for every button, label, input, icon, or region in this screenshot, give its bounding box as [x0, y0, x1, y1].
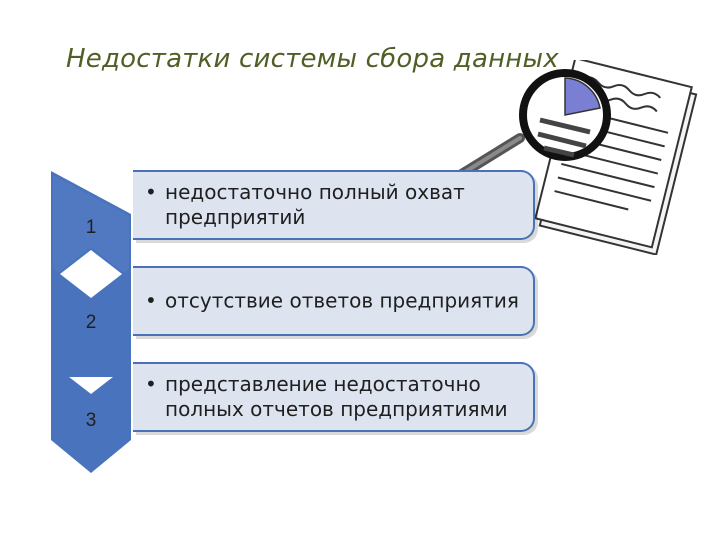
- bullet-icon: •: [145, 372, 157, 396]
- step-item-line: предприятий: [165, 205, 306, 229]
- step-item-text: • отсутствие ответов предприятия: [145, 289, 525, 314]
- step-item-box-1: • недостаточно полный охват предприятий: [133, 170, 535, 240]
- step-number: 3: [85, 410, 97, 431]
- step-item-line: отсутствие ответов предприятия: [165, 288, 519, 313]
- magnifier-icon: [455, 69, 611, 180]
- step-item-text: • представление недостаточно полных отче…: [145, 372, 525, 422]
- step-number: 1: [85, 217, 97, 238]
- document-icon: [455, 56, 698, 256]
- step-item-line: представление недостаточно: [165, 372, 481, 396]
- step-chevron-2: 2: [50, 266, 132, 378]
- step-item-line: недостаточно полный охват: [165, 180, 465, 204]
- step-item-box-2: • отсутствие ответов предприятия: [133, 266, 535, 336]
- step-number: 2: [85, 312, 97, 333]
- page-title: Недостатки системы сбора данных: [66, 44, 559, 74]
- step-chevron-3: 3: [50, 362, 132, 474]
- step-chevron-1: 1: [50, 170, 132, 282]
- step-item-line: полных отчетов предприятиями: [165, 397, 508, 421]
- document-magnifier-illustration: [440, 56, 700, 256]
- bullet-icon: •: [145, 180, 157, 204]
- step-item-box-3: • представление недостаточно полных отче…: [133, 362, 535, 432]
- step-item-text: • недостаточно полный охват предприятий: [145, 180, 525, 230]
- bullet-icon: •: [145, 288, 157, 313]
